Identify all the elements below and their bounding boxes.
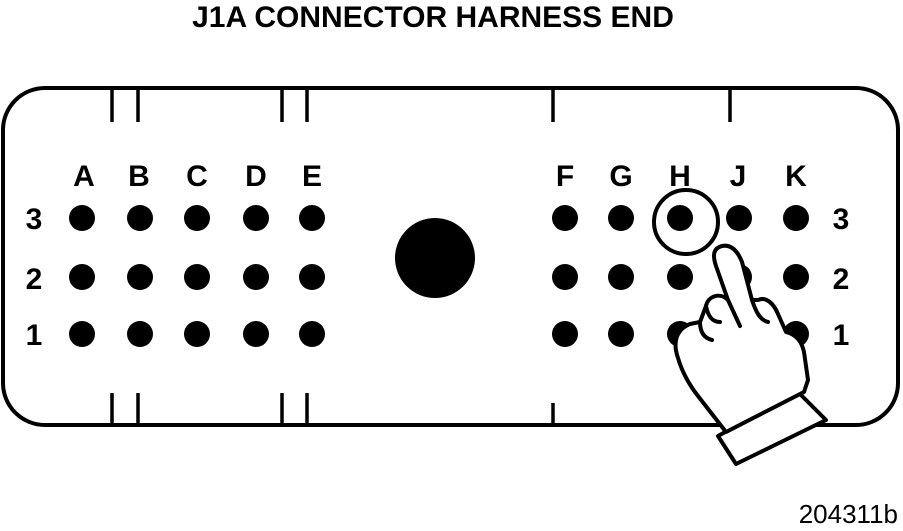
pin-c2[interactable] (184, 264, 210, 290)
column-label-g: G (609, 160, 632, 193)
row-label-3-right: 3 (833, 203, 850, 236)
diagram-title: J1A CONNECTOR HARNESS END (192, 1, 674, 34)
highlight-circle (652, 188, 720, 256)
pin-j3[interactable] (726, 205, 752, 231)
pin-f3[interactable] (552, 205, 578, 231)
pin-g1[interactable] (608, 321, 634, 347)
pointing-hand-icon (673, 243, 828, 466)
pin-f2[interactable] (552, 264, 578, 290)
pin-g2[interactable] (608, 264, 634, 290)
pin-c3[interactable] (184, 205, 210, 231)
pin-e3[interactable] (299, 205, 325, 231)
pin-a3[interactable] (69, 205, 95, 231)
pin-c1[interactable] (184, 321, 210, 347)
column-label-e: E (302, 160, 322, 193)
pin-b3[interactable] (127, 205, 153, 231)
pin-h3[interactable] (667, 205, 693, 231)
column-label-c: C (186, 160, 208, 193)
column-label-d: D (245, 160, 267, 193)
pin-g3[interactable] (608, 205, 634, 231)
center-key-hole (395, 218, 475, 298)
column-label-f: F (556, 160, 574, 193)
keying-marks (110, 90, 732, 423)
column-label-b: B (128, 160, 150, 193)
column-label-h: H (669, 160, 691, 193)
right-row-labels: 3 2 1 (833, 203, 850, 352)
left-pin-group (69, 205, 325, 347)
pin-f1[interactable] (552, 321, 578, 347)
column-label-k: K (785, 160, 807, 193)
pin-d3[interactable] (243, 205, 269, 231)
pin-e1[interactable] (299, 321, 325, 347)
row-label-2-right: 2 (833, 263, 850, 296)
pin-k3[interactable] (783, 205, 809, 231)
pin-h2[interactable] (667, 264, 693, 290)
left-row-labels: 3 2 1 (26, 203, 43, 352)
pin-d1[interactable] (243, 321, 269, 347)
left-column-labels: A B C D E (73, 160, 322, 193)
column-label-a: A (73, 160, 95, 193)
pin-d2[interactable] (243, 264, 269, 290)
row-label-2-left: 2 (26, 263, 43, 296)
row-label-3-left: 3 (26, 203, 43, 236)
row-label-1-left: 1 (26, 319, 43, 352)
pin-k2[interactable] (783, 264, 809, 290)
row-label-1-right: 1 (833, 319, 850, 352)
pin-e2[interactable] (299, 264, 325, 290)
pin-a1[interactable] (69, 321, 95, 347)
column-label-j: J (730, 160, 747, 193)
pin-a2[interactable] (69, 264, 95, 290)
connector-body (1, 86, 900, 427)
right-column-labels: F G H J K (556, 160, 807, 193)
pin-b2[interactable] (127, 264, 153, 290)
pin-b1[interactable] (127, 321, 153, 347)
figure-code: 204311b (799, 499, 898, 529)
